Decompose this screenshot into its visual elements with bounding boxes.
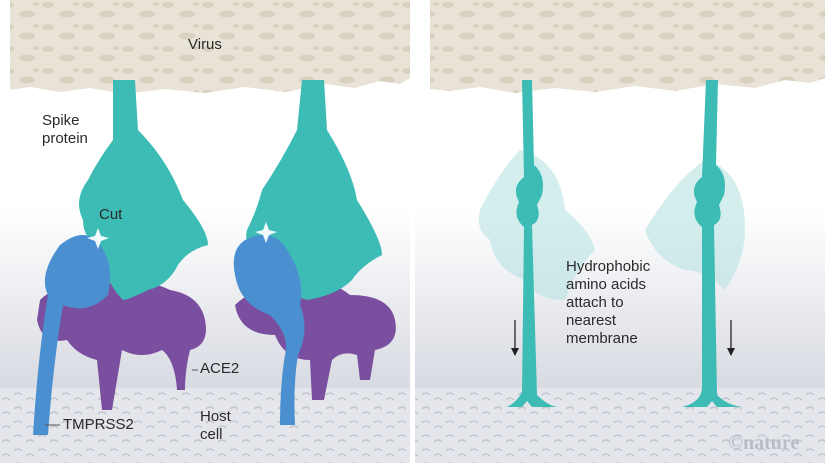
label-spike-protein: Spike protein [42, 112, 88, 147]
label-hydrophobic: Hydrophobic amino acids attach to neares… [566, 258, 651, 347]
label-host-cell: Host cell [200, 408, 231, 443]
cut-spark-icon-2 [255, 222, 277, 243]
down-arrow-icon [511, 320, 519, 356]
panel-before [0, 0, 410, 463]
spike-protein [79, 80, 208, 300]
tmprss2-enzyme-2 [233, 235, 305, 425]
label-tmprss2: TMPRSS2 [63, 416, 134, 433]
label-virus: Virus [188, 36, 222, 53]
spike-ghost [478, 150, 595, 300]
label-ace2: ACE2 [200, 360, 240, 377]
spike-stalk [507, 80, 557, 407]
label-cut: Cut [99, 206, 123, 223]
panel-divider [410, 0, 415, 463]
tmprss2-enzyme [33, 235, 111, 435]
spike-stalk-2 [682, 80, 742, 407]
nature-credit-logo: ©nature [728, 432, 800, 454]
ace2-receptor [37, 281, 206, 410]
down-arrow-icon-2 [727, 320, 735, 356]
cut-spark-icon [87, 228, 109, 249]
panel-after [415, 0, 825, 463]
